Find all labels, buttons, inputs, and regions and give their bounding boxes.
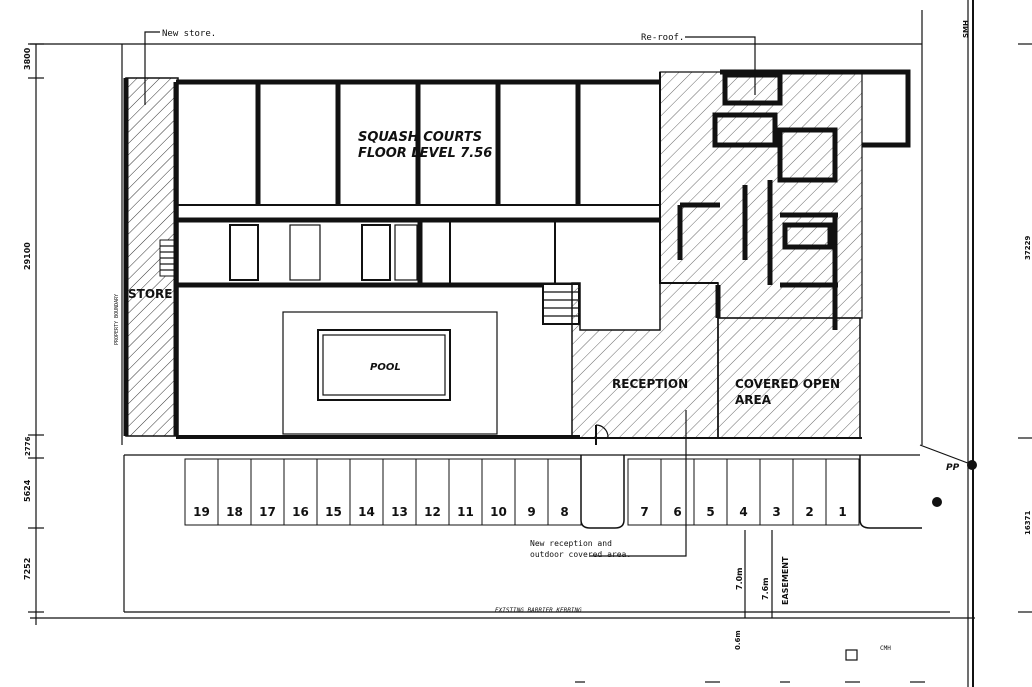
parking-bay-number: 12 <box>424 505 441 519</box>
store-label: STORE <box>128 287 172 301</box>
kerb-end <box>859 455 922 529</box>
re-roof-note: Re-roof. <box>641 33 684 43</box>
cmh-label: CMH <box>880 645 891 652</box>
parking-bay-number: 3 <box>772 505 780 519</box>
covered-area-label-1: COVERED OPEN <box>735 377 840 391</box>
corridor-changerooms <box>176 217 660 325</box>
re-roof-block <box>659 69 911 330</box>
reception: RECEPTION <box>571 282 719 445</box>
left-dimension-chain: 3800 29100 2776 5624 7252 <box>23 43 44 625</box>
dim-29100: 29100 <box>23 242 32 270</box>
covered-open-area: COVERED OPEN AREA <box>717 317 861 439</box>
parking-bay-number: 13 <box>391 505 408 519</box>
property-boundary-label: PROPERTY BOUNDARY <box>114 294 120 345</box>
easement-dimensions: 7.0m 7.6m EASEMENT 0.6m <box>734 530 790 650</box>
dim-5624: 5624 <box>23 479 32 502</box>
re-roof-callout: Re-roof. <box>641 33 756 95</box>
squash-courts: SQUASH COURTS FLOOR LEVEL 7.56 <box>173 79 660 436</box>
pp-label: PP <box>946 463 960 473</box>
dim-7-6m: 7.6m <box>761 577 770 600</box>
parking-bay-number: 7 <box>640 505 648 519</box>
parking-bay <box>825 458 860 526</box>
smh-label: SMH <box>962 20 970 38</box>
parking-bay-number: 4 <box>739 505 747 519</box>
parking-bay-number: 2 <box>805 505 813 519</box>
right-side-elements: PP CMH SMH 37229 16371 <box>845 20 1032 661</box>
parking-bay-number: 16 <box>292 505 309 519</box>
squash-courts-label: SQUASH COURTS <box>358 130 482 145</box>
pool-area: POOL <box>176 311 580 437</box>
new-store-note: New store. <box>162 29 216 39</box>
dim-7-0m: 7.0m <box>735 567 744 590</box>
easement-label: EASEMENT <box>781 556 790 605</box>
squash-floor-level: FLOOR LEVEL 7.56 <box>358 146 492 161</box>
dim-16371: 16371 <box>1024 511 1032 535</box>
parking-bay-number: 11 <box>457 505 474 519</box>
new-store: STORE <box>123 77 179 437</box>
parking-bay-number: 10 <box>490 505 507 519</box>
dim-3800: 3800 <box>23 47 32 70</box>
parking-bay-number: 6 <box>673 505 681 519</box>
pool-label: POOL <box>370 362 401 373</box>
parking-bay-number: 14 <box>358 505 375 519</box>
parking-bay-number: 9 <box>527 505 535 519</box>
existing-barrier-label: EXISTING BARRIER KERBING <box>495 607 582 614</box>
dim-37229: 37229 <box>1024 236 1032 260</box>
parking-bay-number: 1 <box>838 505 846 519</box>
parking-bay-number: 15 <box>325 505 342 519</box>
parking-bay-number: 18 <box>226 505 243 519</box>
parking-bay-number: 5 <box>706 505 714 519</box>
parking-bay-number: 19 <box>193 505 210 519</box>
new-reception-note-2: outdoor covered area. <box>530 550 631 559</box>
property-lines <box>30 0 975 687</box>
dim-2776: 2776 <box>24 436 32 456</box>
covered-area-label-2: AREA <box>735 393 772 407</box>
parking-bay-number: 17 <box>259 505 276 519</box>
dim-7252: 7252 <box>23 558 32 580</box>
kerb-notch <box>580 455 625 529</box>
reception-label: RECEPTION <box>612 377 688 391</box>
parking-bay-number: 8 <box>560 505 568 519</box>
new-reception-callout: New reception and outdoor covered area. <box>530 410 687 559</box>
new-store-callout: New store. <box>144 29 216 105</box>
new-reception-note-1: New reception and <box>530 539 612 548</box>
parking-bays: 19 18 17 16 15 14 13 12 11 10 9 8 7 6 5 4 3 2 1 <box>184 455 922 529</box>
dim-0-6m: 0.6m <box>734 630 742 650</box>
